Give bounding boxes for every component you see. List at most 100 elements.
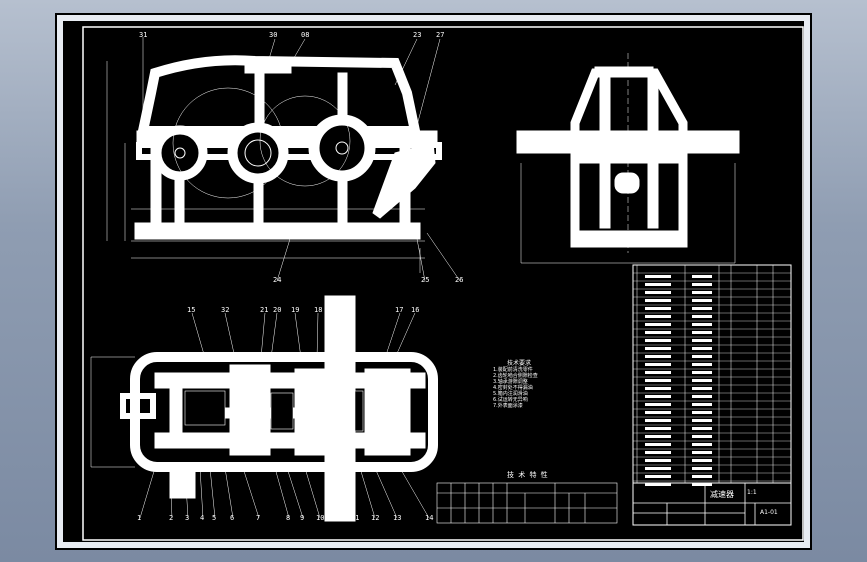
callout-24: 24 xyxy=(273,276,282,284)
parts-list-entry-text xyxy=(692,467,712,470)
side-view xyxy=(516,66,740,248)
parts-list-entry-text xyxy=(692,299,712,302)
parts-list-entry-text xyxy=(645,363,671,366)
parts-list-entry-text xyxy=(645,419,671,422)
title-block xyxy=(632,482,792,526)
spec-title: 技 术 特 性 xyxy=(507,471,549,479)
parts-list-entry-text xyxy=(645,299,671,302)
callout-1: 1 xyxy=(137,514,142,522)
callout-23: 23 xyxy=(413,31,422,39)
parts-list-entry-text xyxy=(645,347,671,350)
parts-list-entry-text xyxy=(692,283,712,286)
callout-14: 14 xyxy=(425,514,434,522)
callout-15: 15 xyxy=(187,306,196,314)
parts-list-entry-text xyxy=(692,275,712,278)
parts-list-entry-text xyxy=(645,475,671,478)
drawing-sheet: 31 30 08 23 27 24 25 26 15 32 21 20 19 1… xyxy=(55,13,812,550)
parts-list-entry-text xyxy=(692,435,712,438)
parts-list-entry-text xyxy=(645,283,671,286)
parts-list-entry-text xyxy=(692,291,712,294)
parts-list-entry-text xyxy=(692,451,712,454)
parts-list-entry-text xyxy=(645,411,671,414)
parts-list-entry-text xyxy=(645,371,671,374)
parts-list-entry-text xyxy=(645,323,671,326)
parts-list-entry-text xyxy=(692,411,712,414)
parts-list-entry-text xyxy=(645,427,671,430)
spec-table xyxy=(436,482,618,524)
callout-17: 17 xyxy=(395,306,404,314)
parts-list-entry-text xyxy=(692,355,712,358)
callout-16: 16 xyxy=(411,306,420,314)
callout-7: 7 xyxy=(256,514,261,522)
plan-view xyxy=(120,295,438,522)
notes-line: 1.装配前清洗零件 xyxy=(493,367,533,373)
parts-list-entry-text xyxy=(692,443,712,446)
callout-27: 27 xyxy=(436,31,445,39)
callout-31: 31 xyxy=(139,31,148,39)
parts-list-entry-text xyxy=(645,331,671,334)
parts-list-entry-text xyxy=(692,475,712,478)
parts-list-entry-text xyxy=(645,339,671,342)
callout-11: 11 xyxy=(351,514,360,522)
parts-list-entry-text xyxy=(692,395,712,398)
parts-list-entry-text xyxy=(645,403,671,406)
callout-20: 20 xyxy=(273,306,282,314)
parts-list-entry-text xyxy=(692,307,712,310)
notes-line: 5.箱内注润滑油 xyxy=(493,391,528,397)
title-block-scale: 1:1 xyxy=(747,489,757,496)
notes-title: 技术要求 xyxy=(507,360,532,367)
callout-30: 30 xyxy=(269,31,278,39)
parts-list-entry-text xyxy=(645,459,671,462)
callout-26: 26 xyxy=(455,276,464,284)
parts-list-entry-text xyxy=(692,403,712,406)
parts-list-entry-text xyxy=(645,379,671,382)
callout-08: 08 xyxy=(301,31,310,39)
callout-4: 4 xyxy=(200,514,205,522)
parts-list-entry-text xyxy=(692,379,712,382)
parts-list-entry-text xyxy=(645,483,671,486)
parts-list-entry-text xyxy=(645,451,671,454)
parts-list-entry-text xyxy=(645,435,671,438)
technical-notes: 技术要求 1.装配前清洗零件 2.齿轮啮合侧隙检查 3.轴承游隙调整 4.密封处… xyxy=(493,360,563,410)
parts-list-entry-text xyxy=(645,467,671,470)
callout-19: 19 xyxy=(291,306,300,314)
notes-line: 4.密封处不得漏油 xyxy=(493,385,533,391)
callout-2: 2 xyxy=(169,514,174,522)
callout-6: 6 xyxy=(230,514,235,522)
parts-list-entry-text xyxy=(692,315,712,318)
callout-21: 21 xyxy=(260,306,269,314)
notes-line: 6.试运转无异响 xyxy=(493,397,528,403)
callout-3: 3 xyxy=(185,514,190,522)
parts-list-entry-text xyxy=(692,387,712,390)
parts-list-entry-text xyxy=(645,307,671,310)
cad-drawing xyxy=(57,15,810,548)
title-block-drawing-no: A1-01 xyxy=(760,509,778,516)
notes-line: 7.外表面涂漆 xyxy=(493,403,523,409)
parts-list-entry-text xyxy=(645,291,671,294)
callout-10: 10 xyxy=(316,514,325,522)
parts-list-entry-text xyxy=(692,459,712,462)
notes-line: 3.轴承游隙调整 xyxy=(493,379,528,385)
parts-list-entry-text xyxy=(692,371,712,374)
parts-list-entry-text xyxy=(645,315,671,318)
parts-list-entry-text xyxy=(645,395,671,398)
parts-list-entry-text xyxy=(692,419,712,422)
callout-8: 8 xyxy=(286,514,291,522)
parts-list-entry-text xyxy=(645,355,671,358)
title-block-name: 减速器 xyxy=(710,490,734,499)
parts-list-entry-text xyxy=(645,443,671,446)
parts-list-entry-text xyxy=(692,339,712,342)
callout-18: 18 xyxy=(314,306,323,314)
notes-line: 2.齿轮啮合侧隙检查 xyxy=(493,373,538,379)
parts-list-entry-text xyxy=(692,483,712,486)
parts-list-entry-text xyxy=(692,347,712,350)
parts-list-entry-text xyxy=(645,275,671,278)
parts-list-entry-text xyxy=(692,331,712,334)
callout-13: 13 xyxy=(393,514,402,522)
callout-32: 32 xyxy=(221,306,230,314)
inner-frame xyxy=(82,26,804,541)
callout-25: 25 xyxy=(421,276,430,284)
callout-9: 9 xyxy=(300,514,305,522)
outer-border xyxy=(57,15,810,548)
parts-list-entry-text xyxy=(645,387,671,390)
